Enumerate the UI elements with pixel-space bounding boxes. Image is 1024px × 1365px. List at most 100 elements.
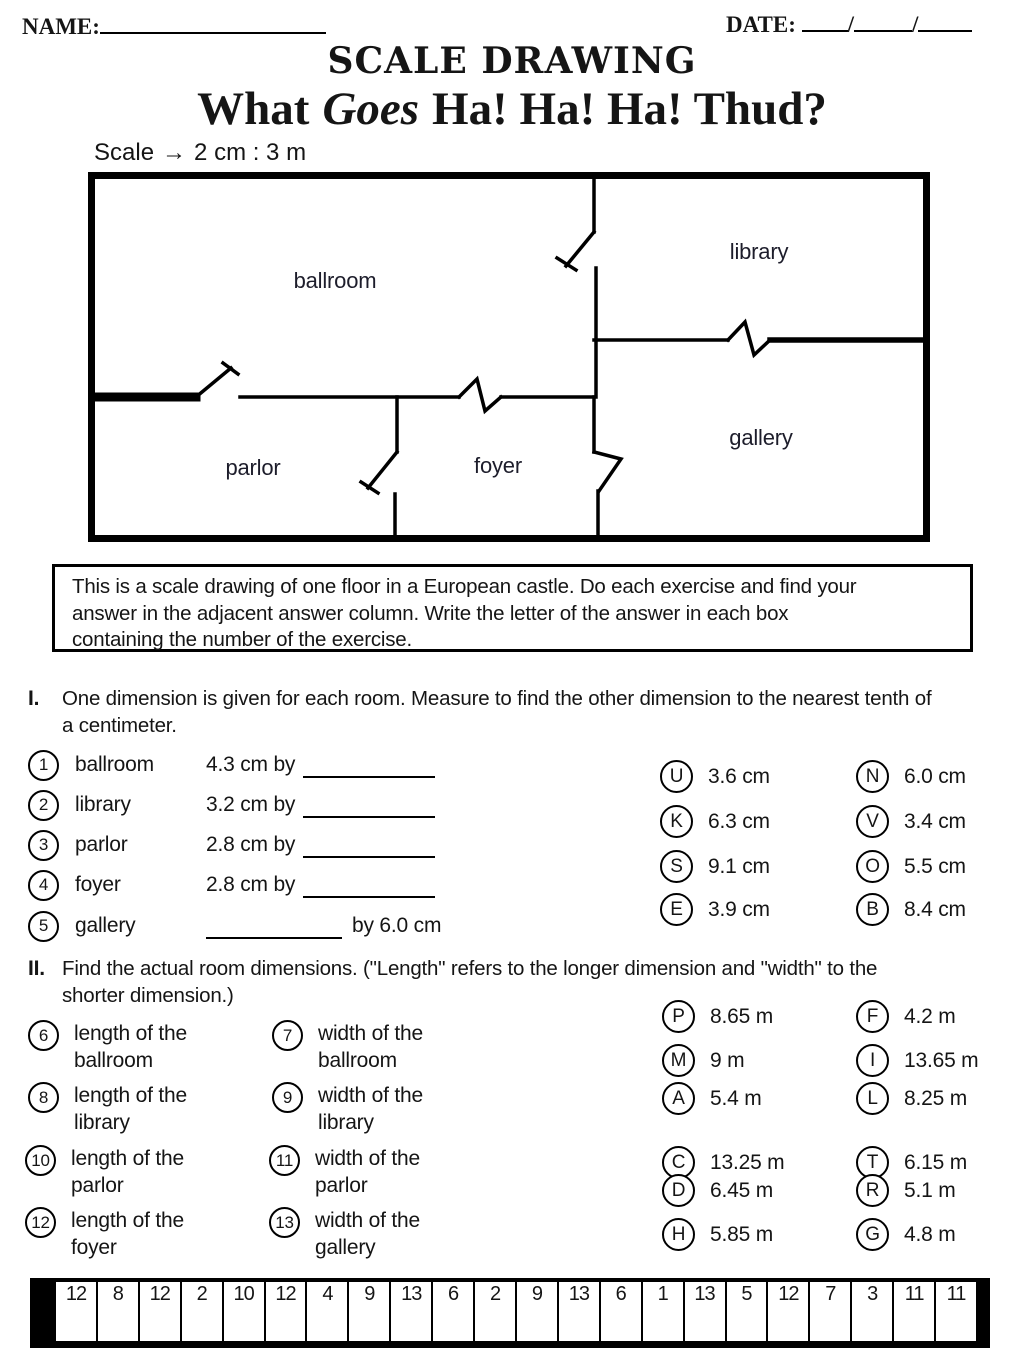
answer-strip-cell[interactable]: 6 [598,1282,641,1341]
answer-option-O: O 5.5 cm [856,850,966,883]
answer-option-A: A 5.4 m [662,1082,762,1115]
answer-option-D: D 6.45 m [662,1174,773,1207]
answer-strip-cell[interactable]: 2 [179,1282,222,1341]
answer-option-U: U 3.6 cm [660,760,770,793]
answer-blank-line[interactable] [303,774,436,778]
answer-blank-line[interactable] [206,935,342,939]
item-text: length of the library [74,1082,187,1136]
answer-strip-cell[interactable]: 13 [389,1282,432,1341]
answer-letter-badge: F [856,1000,889,1033]
answer-value: 6.0 cm [904,764,966,788]
answer-value: 8.25 m [904,1086,967,1110]
answer-option-H: H 5.85 m [662,1218,773,1251]
answer-blank-line[interactable] [303,814,436,818]
item-number-badge: 13 [269,1207,300,1238]
answer-strip: 12 8 12 2 10 12 4 9 13 6 2 9 13 6 1 13 5… [30,1278,990,1348]
answer-value: 5.1 m [904,1178,956,1202]
item-given: 2.8 cm by [206,833,296,856]
answer-strip-cell[interactable]: 5 [724,1282,767,1341]
answer-option-M: M 9 m [662,1044,745,1077]
answer-option-V: V 3.4 cm [856,805,966,838]
answer-option-S: S 9.1 cm [660,850,770,883]
exercise-item-4: 4 foyer 2.8 cm by [28,868,436,902]
item-line1: width of the [318,1022,423,1045]
item-text: width of the ballroom [318,1020,423,1074]
answer-value: 6.15 m [904,1150,967,1174]
answer-value: 5.5 cm [904,854,966,878]
item-line1: length of the [71,1147,184,1170]
wall-break-icon-2 [725,318,773,359]
item-line2: parlor [315,1174,368,1197]
item-number-badge: 3 [28,829,59,861]
answer-strip-cell[interactable]: 8 [95,1282,138,1341]
answer-strip-cell[interactable]: 7 [808,1282,851,1341]
answer-strip-cell[interactable]: 2 [473,1282,515,1341]
instructions-box: This is a scale drawing of one floor in … [52,564,973,652]
answer-strip-cell[interactable]: 11 [892,1282,935,1341]
section-1-prompt: One dimension is given for each room. Me… [62,687,932,737]
answer-letter-badge: V [856,805,889,838]
answer-letter-badge: U [660,760,693,793]
answer-value: 4.8 m [904,1222,956,1246]
exercise-item-6: 6 length of the ballroom [28,1020,187,1074]
answer-strip-cell[interactable]: 9 [514,1282,557,1341]
answer-value: 9 m [710,1048,745,1072]
date-blank-day[interactable] [854,28,912,32]
answer-blank-line[interactable] [303,854,436,858]
answer-value: 3.4 cm [904,809,966,833]
item-number-badge: 12 [25,1207,56,1238]
date-slash-2: / [912,12,919,37]
item-line2: library [318,1111,374,1134]
answer-option-C: C 13.25 m [662,1146,785,1179]
item-line2: gallery [315,1236,376,1259]
exercise-item-8: 8 length of the library [28,1082,187,1136]
answer-strip-cell[interactable]: 1 [640,1282,683,1341]
answer-blank-line[interactable] [303,894,436,898]
item-room: parlor [75,833,128,856]
name-field: NAME: [22,14,326,40]
section-2-numeral: II. [28,957,45,980]
room-label-gallery: gallery [729,425,793,450]
answer-strip-cell[interactable]: 13 [682,1282,725,1341]
exercise-item-1: 1 ballroom 4.3 cm by [28,748,436,782]
foyer-door-icon [358,449,400,496]
item-number-badge: 1 [28,749,59,781]
answer-strip-cell[interactable]: 3 [850,1282,893,1341]
answer-value: 8.65 m [710,1004,773,1028]
section-1-numeral: I. [28,687,40,710]
answer-strip-cell[interactable]: 11 [934,1282,976,1341]
parlor-door-icon [193,360,241,400]
item-line2: ballroom [74,1049,153,1072]
item-text: width of the library [318,1082,423,1136]
scale-label: Scale [94,139,155,166]
answer-strip-cell[interactable]: 13 [556,1282,599,1341]
answer-strip-cell[interactable]: 12 [263,1282,306,1341]
item-number-badge: 10 [25,1145,56,1176]
item-line1: width of the [318,1084,423,1107]
answer-letter-badge: O [856,850,889,883]
exercise-item-5: 5 gallery by 6.0 cm [28,909,441,943]
name-blank-line[interactable] [99,30,326,34]
item-line2: foyer [71,1236,117,1259]
answer-strip-cell[interactable]: 10 [221,1282,264,1341]
answer-option-T: T 6.15 m [856,1146,967,1179]
date-blank-month[interactable] [801,28,848,32]
item-number-badge: 4 [28,869,59,901]
answer-strip-cell[interactable]: 12 [766,1282,809,1341]
date-blank-year[interactable] [918,28,973,32]
exercise-item-10: 10 length of the parlor [25,1145,184,1199]
answer-strip-cell[interactable]: 6 [431,1282,474,1341]
answer-letter-badge: E [660,893,693,926]
item-text: length of the foyer [71,1207,184,1261]
answer-strip-cell[interactable]: 4 [305,1282,348,1341]
item-given: 3.2 cm by [206,793,296,816]
right-arrow-icon: → [162,139,187,166]
answer-strip-cell[interactable]: 9 [347,1282,390,1341]
answer-strip-cell[interactable]: 12 [137,1282,180,1341]
library-door-icon [554,229,597,273]
exercise-item-2: 2 library 3.2 cm by [28,788,436,822]
answer-strip-cell[interactable]: 12 [56,1282,96,1341]
item-room: gallery [75,914,136,937]
